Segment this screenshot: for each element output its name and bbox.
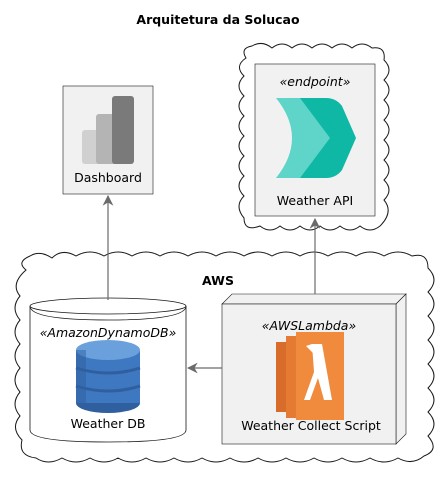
- power-bi-icon: [82, 96, 134, 164]
- dynamodb-icon: [75, 340, 141, 413]
- aws-group-label: AWS: [202, 273, 234, 288]
- weather-collect-stereotype: «AWSLambda»: [262, 318, 356, 333]
- weather-api-label: Weather API: [277, 193, 353, 208]
- weather-db-label: Weather DB: [71, 416, 146, 431]
- lambda-icon: [276, 332, 344, 420]
- weather-collect-node[interactable]: «AWSLambda» Weather Collect Script: [221, 293, 407, 445]
- dashboard-label: Dashboard: [74, 170, 142, 185]
- weather-db-stereotype: «AmazonDynamoDB»: [40, 325, 177, 340]
- dashboard-node[interactable]: Dashboard: [62, 85, 154, 195]
- api-endpoint-icon: [276, 98, 356, 178]
- weather-db-node[interactable]: «AmazonDynamoDB» Weather DB: [29, 297, 187, 443]
- weather-api-stereotype: «endpoint»: [280, 74, 351, 89]
- weather-api-node[interactable]: «endpoint» Weather API: [254, 63, 376, 217]
- weather-collect-label: Weather Collect Script: [241, 418, 381, 433]
- diagram-title: Arquitetura da Solucao: [136, 12, 300, 27]
